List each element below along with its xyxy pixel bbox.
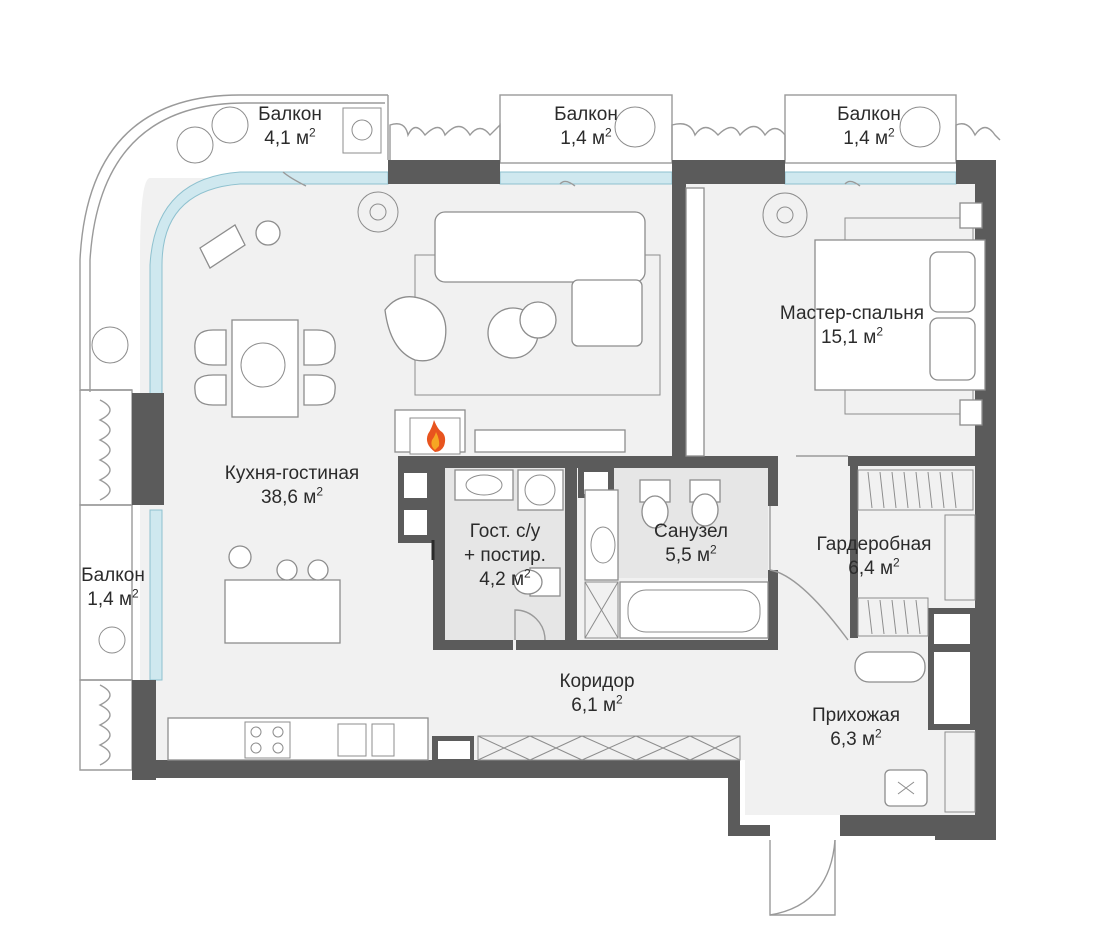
- washing-machine-icon: [517, 469, 564, 511]
- room-label-corridor: Коридор 6,1 м2: [559, 671, 635, 716]
- fireplace-icon: [409, 417, 461, 455]
- balcony-curve: [79, 94, 388, 391]
- toilet-icon: [513, 567, 561, 597]
- plant-icon: [357, 191, 808, 238]
- shower-icon: [584, 581, 619, 639]
- room-label-balcony-3: Балкон 1,4 м2: [837, 104, 901, 149]
- room-label-balcony-2: Балкон 1,4 м2: [554, 104, 618, 149]
- living-area-furniture: [384, 211, 661, 453]
- room-label-bathroom: Санузел 5,5 м2: [653, 521, 729, 566]
- kitchen-island: [224, 545, 341, 644]
- bathtub-icon: [619, 581, 769, 639]
- room-label-master-bedroom: Мастер-спальня 15,1 м2: [779, 303, 925, 348]
- room-label-hallway: Прихожая 6,3 м2: [811, 705, 901, 750]
- toilet-icon: [639, 479, 721, 529]
- bed-icon: [814, 202, 986, 426]
- room-label-guest-wc: Гост. с/у + постир. 4,2 м2: [464, 521, 546, 590]
- armchair-icon: [199, 220, 281, 269]
- bathroom-fixtures: [584, 479, 769, 639]
- door-swings: [282, 171, 861, 916]
- room-label-balcony-1: Балкон 4,1 м2: [258, 104, 322, 149]
- balcony-plant-icon: [98, 119, 373, 654]
- wardrobe-shelves: [857, 469, 976, 813]
- room-label-kitchen-living: Кухня-гостиная 38,6 м2: [224, 463, 360, 508]
- room-label-wardrobe: Гардеробная 6,4 м2: [816, 534, 932, 579]
- dining-table-icon: [194, 319, 336, 418]
- guest-wc-fixtures: [454, 469, 564, 597]
- room-label-balcony-4: Балкон 1,4 м2: [81, 565, 145, 610]
- sink-icon: [337, 723, 395, 757]
- hallway-bench: [854, 651, 926, 683]
- window-glazing: [149, 171, 389, 396]
- kitchen-counter: [167, 717, 741, 761]
- stove-icon: [244, 721, 291, 759]
